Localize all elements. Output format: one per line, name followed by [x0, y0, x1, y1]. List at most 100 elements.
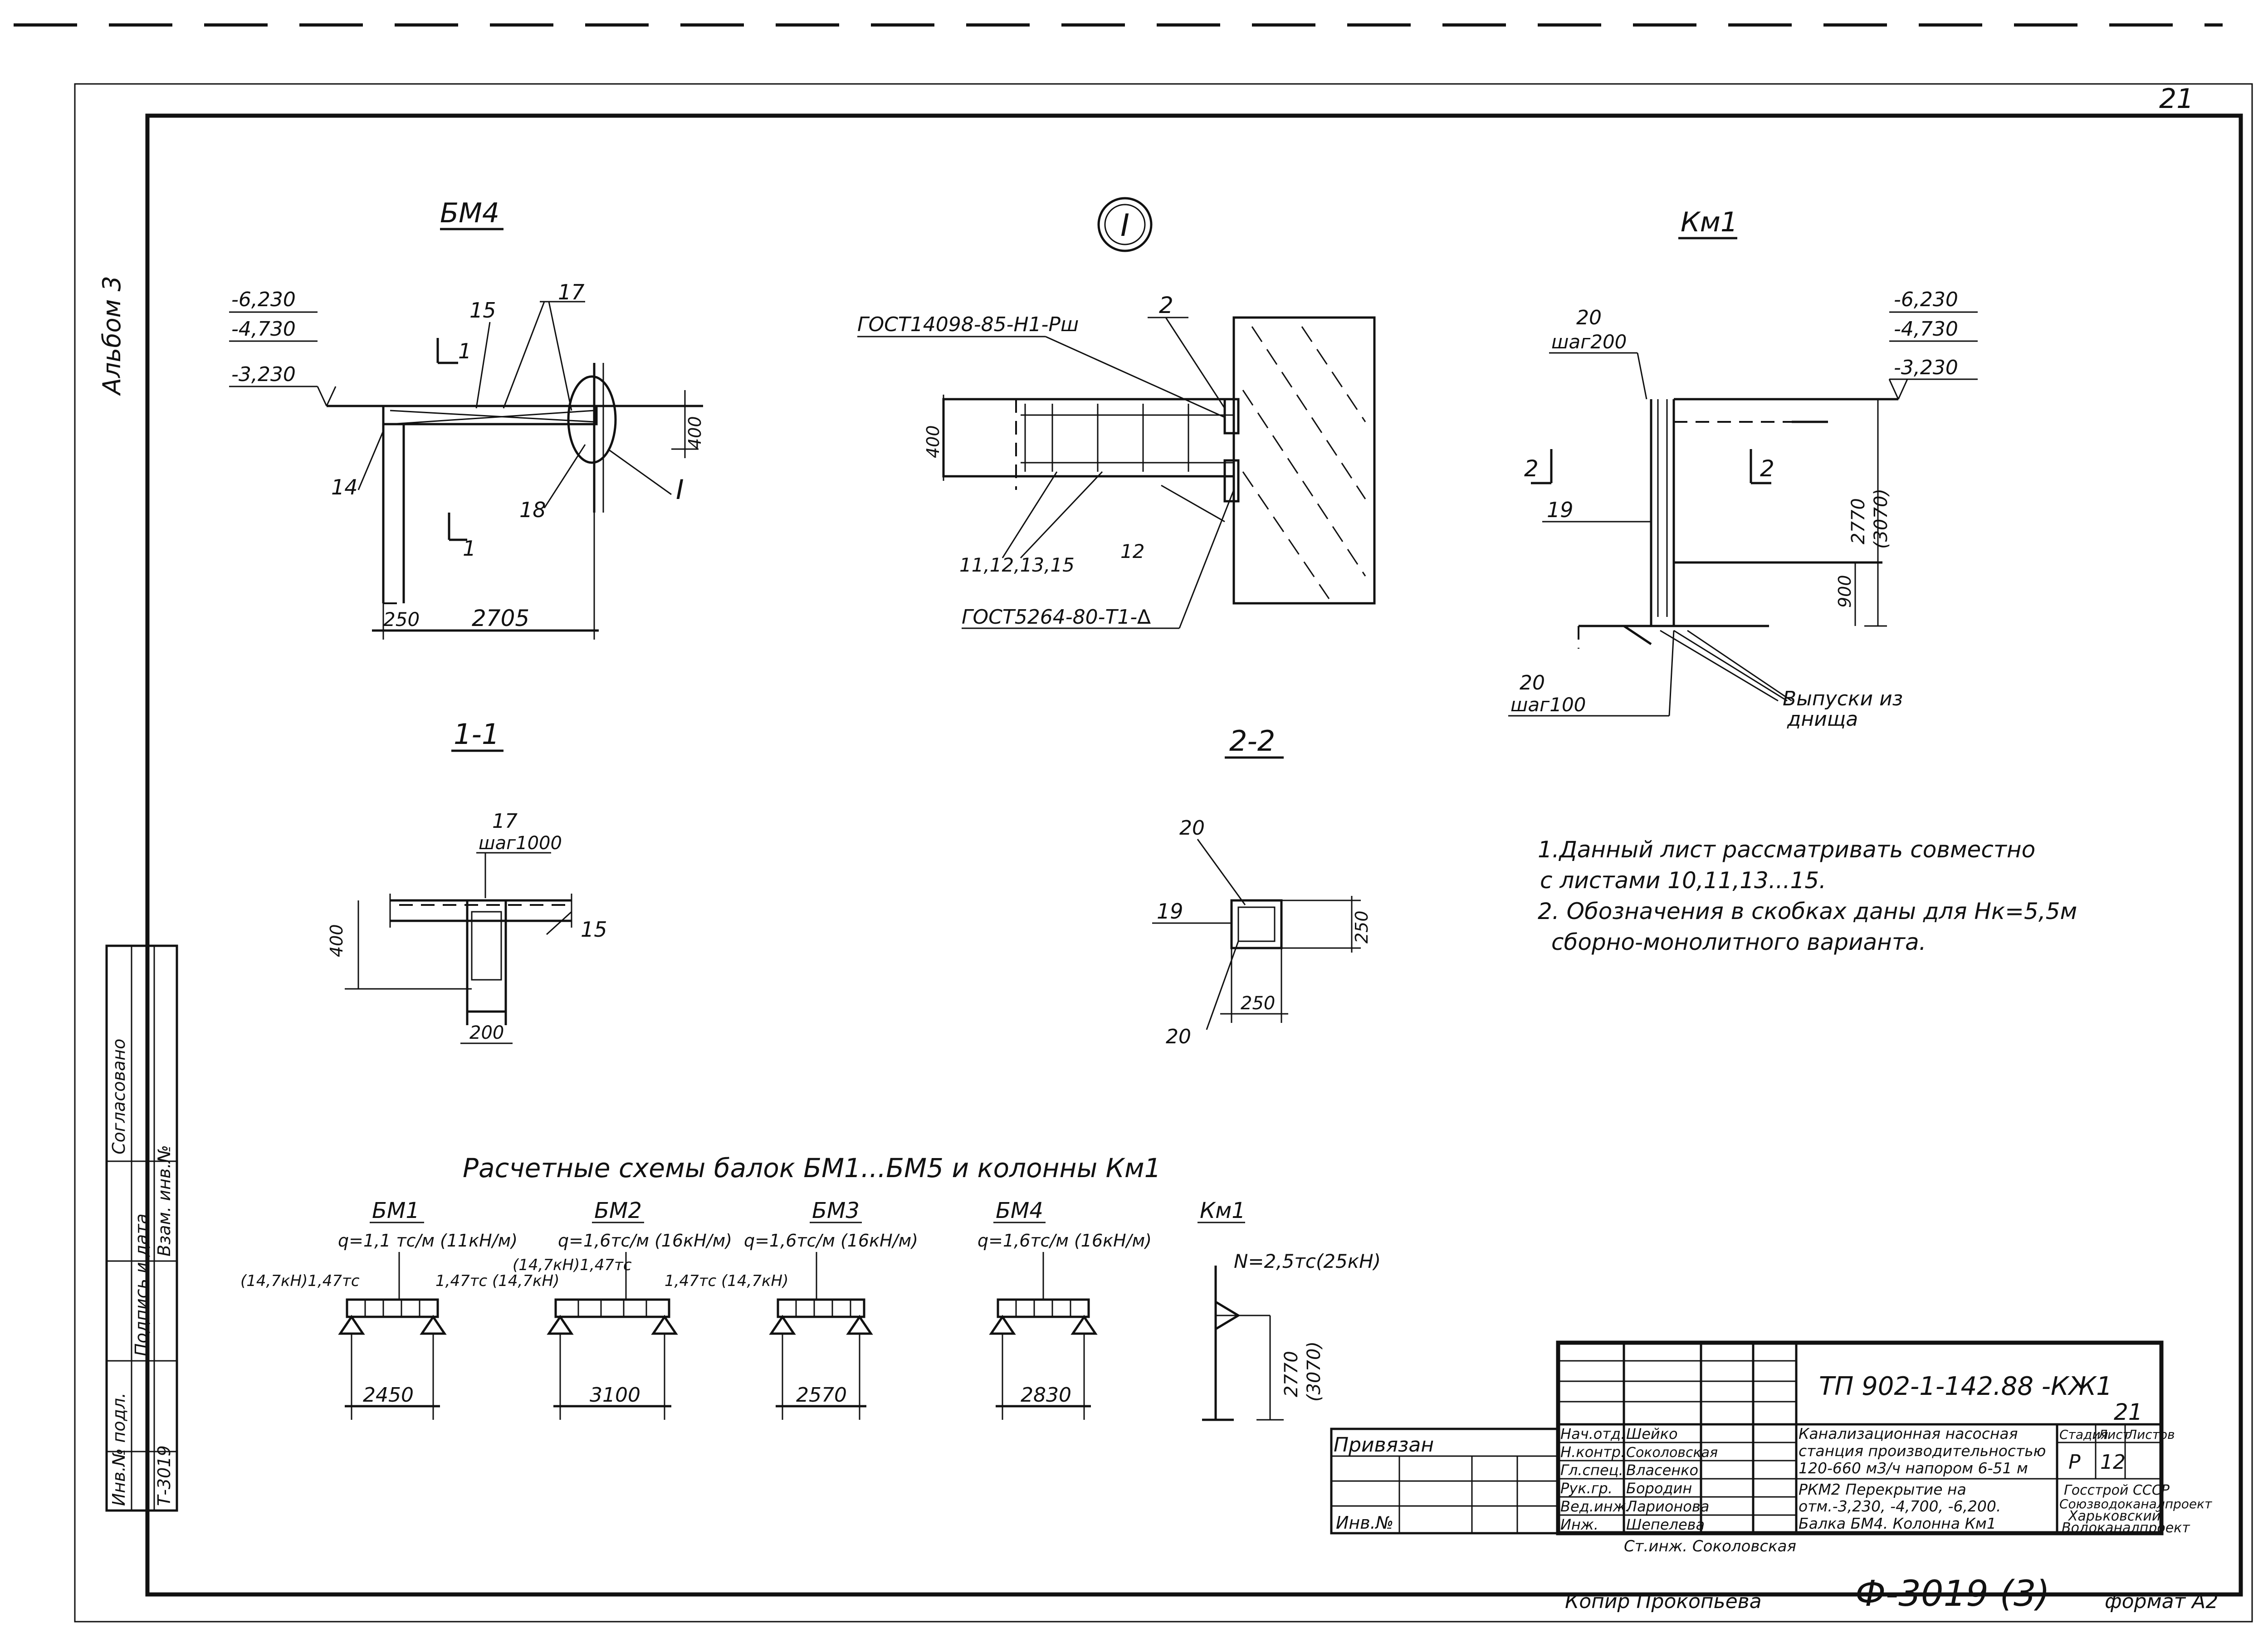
tb-name-2: Власенко	[1626, 1462, 1698, 1479]
sheet-corner-mark: 21	[2159, 83, 2194, 115]
tb-org-1: Госстрой СССР	[2064, 1482, 2170, 1498]
km1-step-bottom: шаг100	[1510, 694, 1586, 716]
note-line3: 2. Обозначения в скобках даны для Нк=5,5…	[1538, 898, 2077, 924]
scheme-km1-name: Км1	[1200, 1198, 1246, 1223]
note-line4: сборно-монолитного варианта.	[1551, 929, 1926, 955]
sec11-dim-height: 400	[327, 924, 347, 957]
scheme-km1: Км1 N=2,5тс(25кН) 2770 (3070)	[1198, 1198, 1381, 1421]
scheme-bm1-name: БМ1	[372, 1198, 420, 1223]
km1-title: Км1	[1681, 206, 1738, 238]
tb-org-4: Водоканалпроект	[2062, 1520, 2190, 1536]
scheme-bm3-span: 2570	[796, 1384, 847, 1407]
tb-stage: Р	[2068, 1451, 2081, 1474]
stamp-vzam: Взам. инв.№	[154, 1145, 174, 1257]
tb-inv: Инв.№	[1336, 1513, 1393, 1533]
node-marker-I: I	[1097, 197, 1153, 252]
album-label: Альбом 3	[98, 276, 126, 396]
node-gost2: ГОСТ5264-80-Т1-∆	[962, 606, 1151, 629]
section-1-1: 1-1 17 шаг1000 15 400 200	[327, 718, 607, 1044]
km1-bar-top: 20	[1576, 306, 1602, 329]
svg-text:I: I	[1120, 208, 1129, 244]
bm4-pos17: 17	[558, 280, 585, 304]
title-block: Привязан Инв.№ ТП 902-1-142.88 -КЖ1 21 Н…	[1330, 1340, 2212, 1555]
tb-name-1: Соколовская	[1626, 1445, 1718, 1461]
section-2-2: 2-2 20 19 250 250 20	[1152, 724, 1372, 1048]
bm4-pos18: 18	[519, 498, 546, 522]
km1-elev1: -6,230	[1894, 288, 1958, 311]
km1-sec2-left: 2	[1524, 455, 1539, 482]
tb-sheet-title-1: РКМ2 Перекрытие на	[1799, 1481, 1966, 1498]
km1-elev3: -3,230	[1894, 356, 1958, 379]
sec22-dim-h: 250	[1352, 910, 1372, 944]
scheme-km1-height: 2770	[1281, 1351, 1302, 1397]
scheme-bm1: БМ1 q=1,1 тс/м (11кН/м) (14,7кН)1,47тс 1…	[240, 1198, 559, 1420]
node-I-detail: ГОСТ14098-85-Н1-Рш 2 400 11,12,13,15 12	[857, 292, 1376, 629]
bm4-title: БМ4	[440, 197, 499, 229]
tb-object-1: Канализационная насосная	[1799, 1425, 2018, 1442]
stamp-soglasovano: Согласовано	[109, 1039, 129, 1154]
scheme-bm2: БМ2 q=1,6тс/м (16кН/м) (14,7кН)1,47тс 1,…	[513, 1198, 788, 1420]
node-dim-height: 400	[923, 425, 943, 458]
tb-chief-eng: Ст.инж. Соколовская	[1624, 1537, 1796, 1555]
scheme-bm3: БМ3 q=1,6тс/м (16кН/м) 2570	[744, 1198, 918, 1420]
design-schemes: Расчетные схемы балок БМ1...БМ5 и колонн…	[240, 1153, 1381, 1421]
bm4-elev1: -6,230	[231, 288, 296, 311]
scheme-bm1-span: 2450	[363, 1384, 414, 1407]
km1-outlets-line1: Выпуски из	[1783, 687, 1903, 710]
sec11-title: 1-1	[454, 718, 499, 751]
scheme-bm2-left-force: (14,7кН)1,47тс	[513, 1256, 632, 1274]
bm4-node-I: I	[676, 474, 684, 506]
scheme-bm4-name: БМ4	[996, 1198, 1043, 1223]
tb-name-5: Шепелева	[1626, 1516, 1705, 1533]
note-line1: 1.Данный лист рассматривать совместно	[1538, 836, 2035, 863]
tb-name-4: Ларионова	[1626, 1498, 1709, 1515]
outer-border	[74, 83, 2253, 1623]
bm4-sec1-bottom: 1	[463, 536, 476, 561]
km1-dim-900: 900	[1835, 575, 1855, 608]
archive-number: Ф-3019 (3)	[1855, 1574, 2050, 1614]
km1-bar-bottom: 20	[1520, 671, 1545, 694]
sec22-pos20b: 20	[1166, 1025, 1191, 1048]
notes-block: 1.Данный лист рассматривать совместно с …	[1538, 836, 2077, 955]
side-stamp: Согласовано Инв.№ подл. Подпись и дата В…	[105, 944, 178, 1512]
scheme-km1-load: N=2,5тс(25кН)	[1234, 1250, 1381, 1272]
tb-role-2: Гл.спец.	[1560, 1462, 1623, 1479]
tb-sheet-mark: 21	[2114, 1399, 2143, 1425]
tb-sheet-title-2: отм.-3,230, -4,700, -6,200.	[1799, 1497, 2001, 1515]
tb-role-1: Н.контр.	[1560, 1443, 1625, 1461]
km1-outlets-line2: днища	[1787, 708, 1858, 731]
km1-dim-height: 2770	[1848, 498, 1869, 544]
tb-code: ТП 902-1-142.88 -КЖ1	[1819, 1372, 2112, 1401]
tb-sheets-header: Листов	[2127, 1427, 2175, 1442]
sec11-pos17: 17	[492, 810, 518, 833]
bm4-elev2: -4,730	[231, 318, 296, 341]
tb-org-3: Харьковский	[2068, 1508, 2160, 1524]
tb-role-3: Рук.гр.	[1560, 1480, 1613, 1497]
scheme-bm1-right-force: 1,47тс (14,7кН)	[435, 1272, 559, 1290]
scheme-bm2-span: 3100	[590, 1384, 640, 1407]
bm4-pos15: 15	[469, 298, 496, 323]
sec11-pos15: 15	[581, 917, 607, 942]
km1-sec2-right: 2	[1760, 455, 1774, 482]
stamp-inv-podl: Инв.№ подл.	[109, 1393, 129, 1506]
format-label: формат А2	[2105, 1590, 2218, 1613]
scheme-bm1-left-force: (14,7кН)1,47тс	[240, 1272, 360, 1290]
tb-name-3: Бородин	[1626, 1480, 1692, 1497]
scheme-bm1-load: q=1,1 тс/м (11кН/м)	[338, 1231, 518, 1251]
sec11-step: шаг1000	[479, 833, 562, 854]
tb-org-2: Союзводоканалпроект	[2059, 1496, 2212, 1511]
bm4-dim-span: 2705	[472, 605, 529, 631]
bm4-sec1-top: 1	[458, 339, 471, 363]
scheme-km1-height-alt: (3070)	[1304, 1341, 1325, 1402]
node-gost1: ГОСТ14098-85-Н1-Рш	[857, 313, 1079, 336]
sec22-pos20a: 20	[1179, 816, 1205, 840]
node-pos2: 2	[1159, 292, 1173, 318]
km1-step-top: шаг200	[1551, 331, 1627, 353]
sec22-dim-w: 250	[1241, 993, 1275, 1014]
km1-dim-height-alt: (3070)	[1871, 489, 1892, 549]
km1-elev2: -4,730	[1894, 318, 1958, 341]
scheme-bm4-load: q=1,6тс/м (16кН/м)	[978, 1231, 1152, 1251]
km1-pos19: 19	[1547, 498, 1574, 522]
tb-role-5: Инж.	[1560, 1516, 1598, 1533]
